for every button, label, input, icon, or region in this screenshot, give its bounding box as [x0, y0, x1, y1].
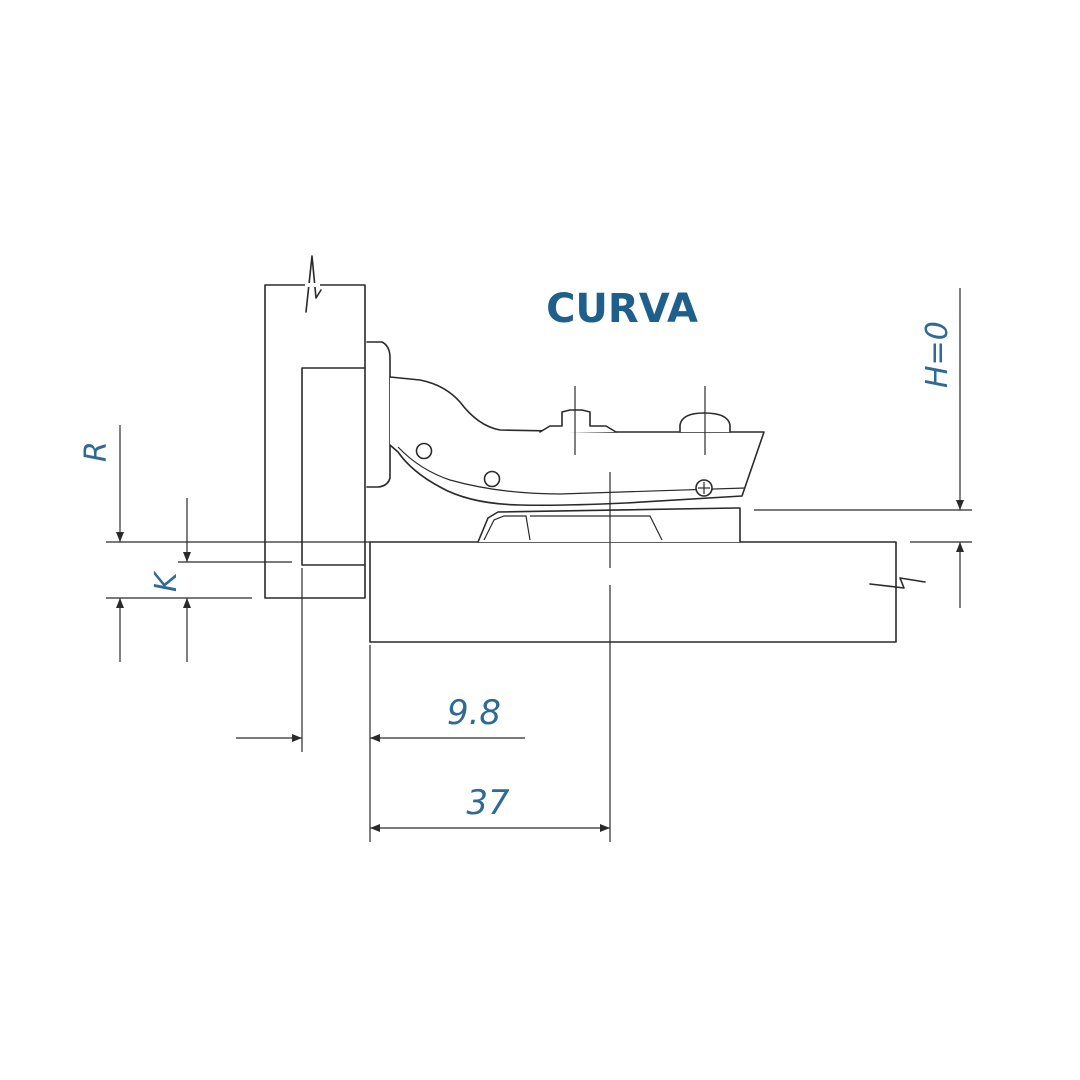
cabinet-side [369, 541, 926, 643]
dimension-h: H=0 [754, 288, 972, 608]
pivot-hole-2 [483, 470, 501, 488]
door-panel [264, 255, 366, 599]
pivot-hole-1 [415, 442, 433, 460]
mounting-plate [477, 507, 741, 543]
label-r: R [79, 441, 114, 462]
label-37: 37 [466, 783, 510, 823]
label-k: K [149, 570, 184, 592]
screw-head-left [539, 409, 617, 433]
break-mark-right [869, 577, 926, 589]
dimension-r: R [79, 425, 124, 662]
dimension-9-8: 9.8 [236, 693, 525, 742]
diagram-title: CURVA [546, 286, 698, 332]
hinge-arm [389, 376, 765, 507]
dimension-37: 37 [370, 783, 610, 832]
label-h: H=0 [920, 321, 955, 388]
label-9-8: 9.8 [447, 693, 501, 733]
dimension-k: K [149, 498, 191, 662]
cup-recess [301, 367, 366, 566]
hinge-cup [366, 341, 391, 488]
